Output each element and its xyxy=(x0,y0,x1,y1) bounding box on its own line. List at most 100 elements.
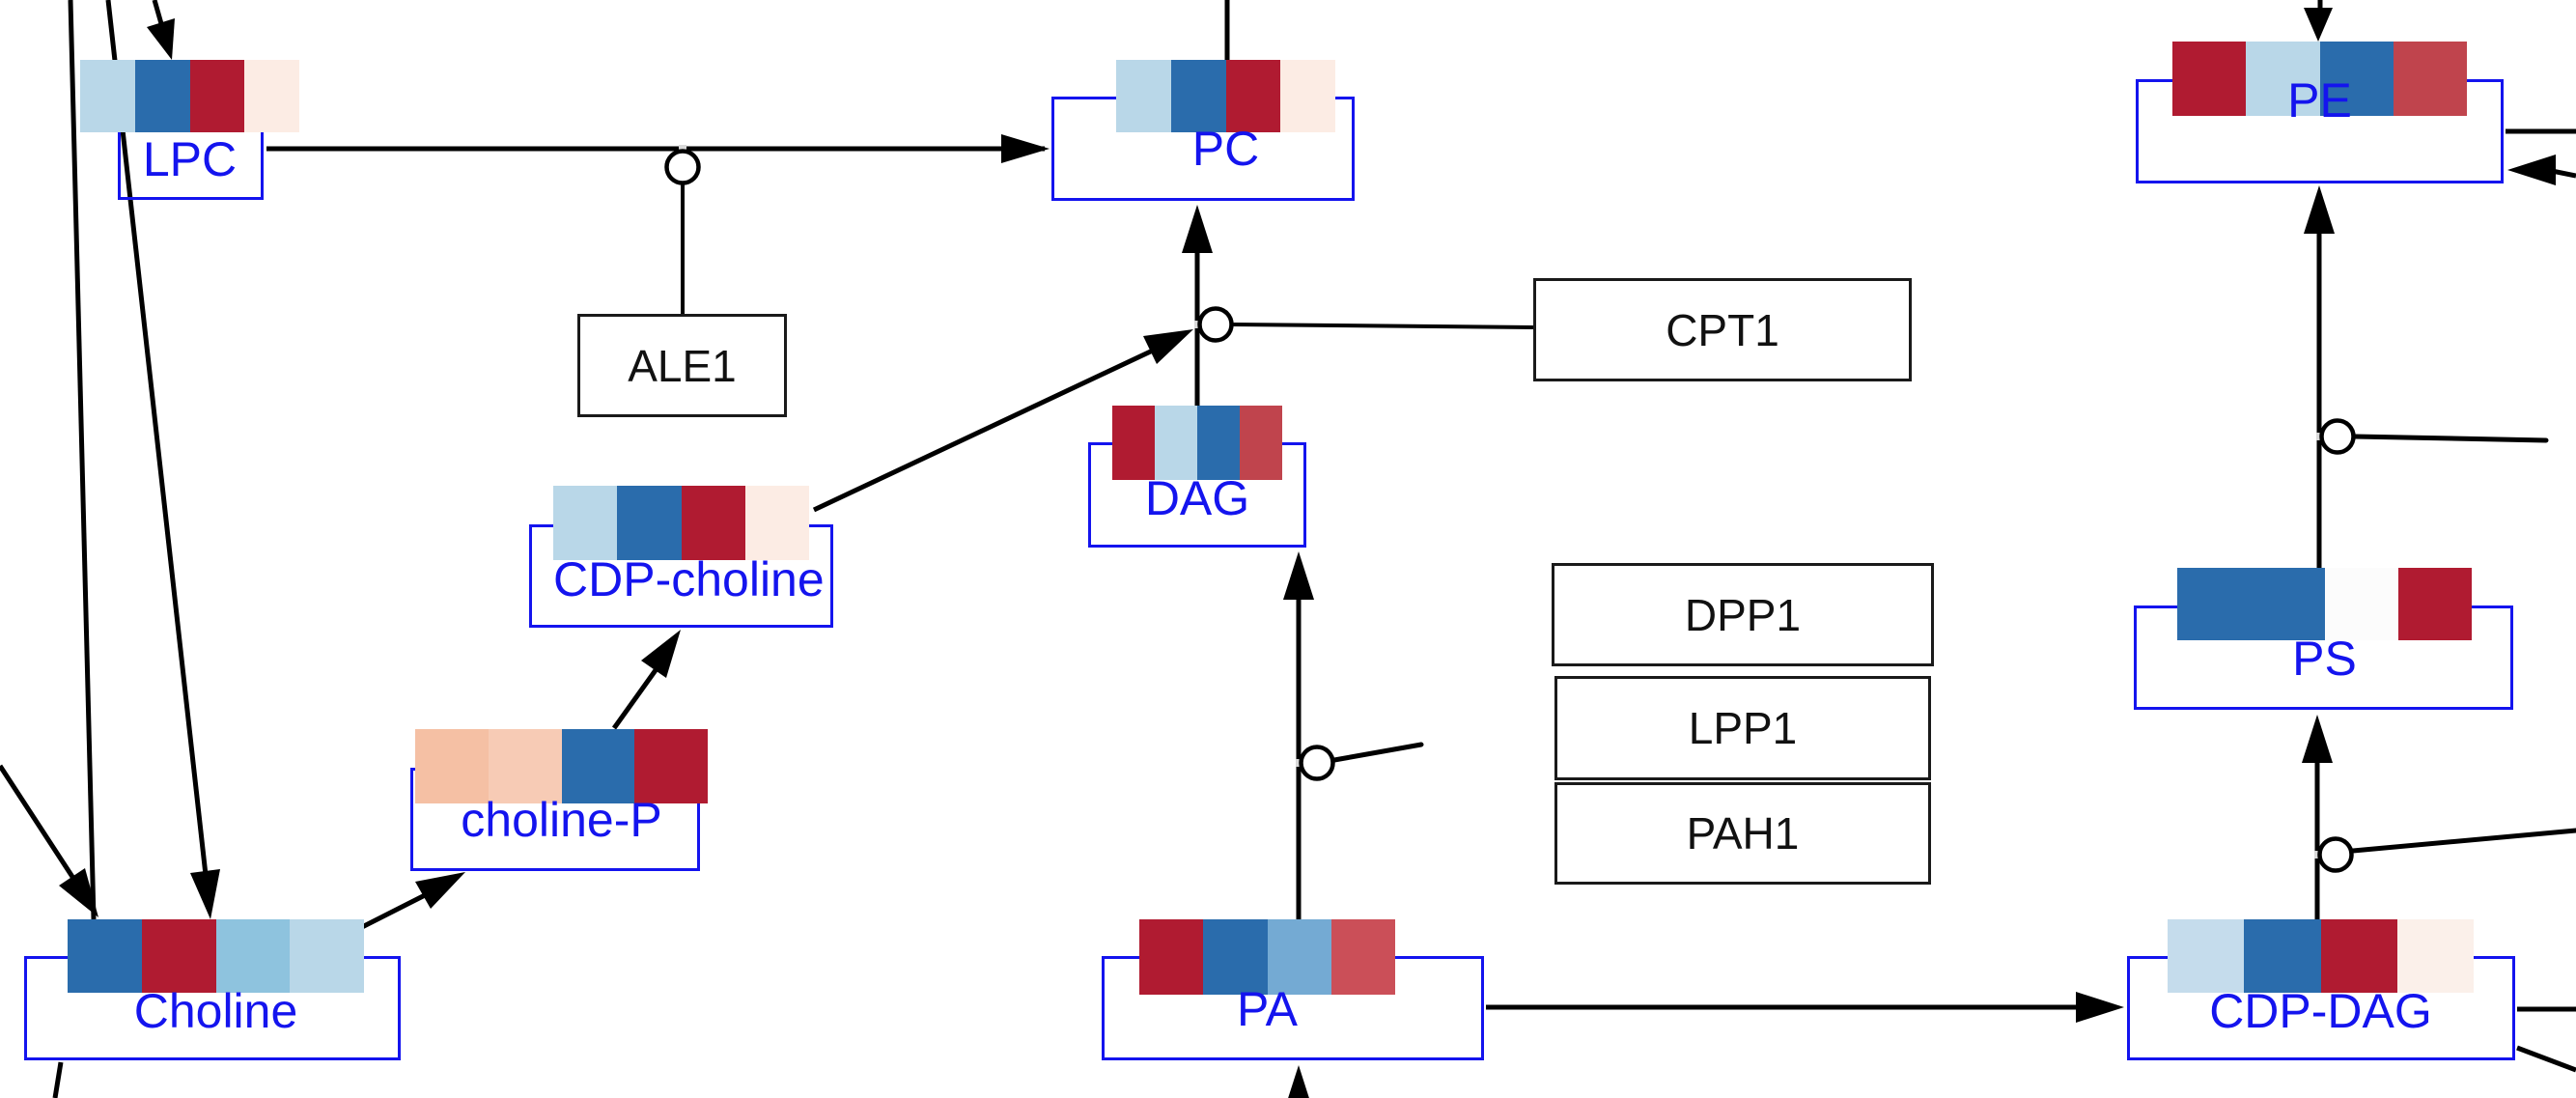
junction-tick xyxy=(2314,851,2320,859)
heat-square xyxy=(290,919,364,993)
heat-square xyxy=(561,729,635,803)
enzyme-label-ale1: ALE1 xyxy=(628,340,737,391)
reaction-junction-ale1 xyxy=(664,149,701,185)
heat-strip-lpc xyxy=(80,60,299,132)
node-lpc[interactable]: LPC xyxy=(80,60,299,200)
enzyme-label-dpp1: DPP1 xyxy=(1684,589,1802,640)
edge-top-choline-line-b xyxy=(105,0,209,876)
heat-square xyxy=(634,729,708,803)
edge-cdpdag-right-diag-line xyxy=(2516,1045,2576,1073)
arrowhead-left-choline xyxy=(59,868,98,917)
arrowhead-dag-pc xyxy=(1182,205,1213,253)
node-label-pa: PA xyxy=(1237,982,1298,1036)
node-label-cdp-dag: CDP-DAG xyxy=(2209,984,2432,1038)
node-label-pc: PC xyxy=(1191,122,1260,176)
reaction-junction-cdpdag-ps xyxy=(2317,836,2354,873)
arrowhead-cholinep-cdpcholine xyxy=(641,630,681,678)
heat-strip-choline xyxy=(68,919,364,993)
heat-square xyxy=(2251,568,2325,640)
arrowhead-ps-pe xyxy=(2304,185,2335,234)
heat-square xyxy=(1225,60,1281,132)
node-choline-p[interactable]: choline-P xyxy=(410,729,708,871)
heat-square xyxy=(1139,919,1204,995)
heat-square xyxy=(681,486,745,560)
node-pe[interactable]: PE xyxy=(2136,42,2504,183)
arrowhead-lpc-pc xyxy=(1001,134,1050,163)
heat-strip-pe xyxy=(2172,42,2467,116)
arrowhead-pa-dag xyxy=(1283,551,1314,600)
node-label-choline-p: choline-P xyxy=(461,793,662,847)
node-label-cdp-choline: CDP-choline xyxy=(553,552,825,606)
heat-square xyxy=(215,919,291,993)
heat-square xyxy=(2324,568,2398,640)
edge-pe-right-in-line xyxy=(2551,168,2576,179)
node-choline[interactable]: Choline xyxy=(24,919,401,1060)
reaction-junction-cpt1 xyxy=(1197,306,1234,343)
heat-square xyxy=(244,60,299,132)
heat-square xyxy=(80,60,135,132)
heat-square xyxy=(2246,42,2320,116)
heat-strip-pa xyxy=(1139,919,1395,995)
node-ps[interactable]: PS xyxy=(2134,568,2513,710)
arrowhead-bottom-pa xyxy=(1288,1065,1309,1098)
heat-square xyxy=(2168,919,2245,993)
edge-cholinep-cdpcholine-line xyxy=(611,662,663,730)
heat-square xyxy=(141,919,216,993)
node-label-choline: Choline xyxy=(133,984,298,1038)
arrowhead-pe-top-in xyxy=(2304,8,2333,42)
enzyme-label-cpt1: CPT1 xyxy=(1666,304,1779,355)
connector-ps-pe-junction xyxy=(2352,434,2549,443)
junction-tick xyxy=(1296,759,1302,767)
edge-cdpcholine-pc-line xyxy=(812,346,1159,513)
heat-square xyxy=(2177,568,2252,640)
enzyme-box-ale1[interactable]: ALE1 xyxy=(577,314,787,417)
enzyme-box-cpt1[interactable]: CPT1 xyxy=(1533,278,1912,381)
heat-square xyxy=(2172,42,2247,116)
connector-cpt1 xyxy=(1232,323,1535,329)
heat-square xyxy=(1197,406,1240,480)
enzyme-box-pah1[interactable]: PAH1 xyxy=(1554,782,1931,885)
heat-strip-pc xyxy=(1116,60,1335,132)
heat-square xyxy=(1330,919,1395,995)
node-label-ps: PS xyxy=(2292,632,2357,686)
arrowhead-pa-cdpdag xyxy=(2076,992,2124,1023)
junction-tick xyxy=(679,145,686,152)
enzyme-box-dpp1[interactable]: DPP1 xyxy=(1552,563,1934,666)
arrowhead-pe-right-in xyxy=(2507,155,2556,185)
edge-choline-cholinep-line xyxy=(360,890,431,930)
arrowhead-cdpdag-ps xyxy=(2302,715,2333,763)
node-cdp-dag[interactable]: CDP-DAG xyxy=(2127,919,2515,1060)
arrowhead-top-choline-b xyxy=(190,869,220,919)
heat-square xyxy=(1240,406,1282,480)
arrowhead-cdpcholine-pc xyxy=(1143,329,1193,364)
arrowhead-top-lpc xyxy=(147,18,175,60)
heat-square xyxy=(488,729,562,803)
heat-strip-cdp-choline xyxy=(553,486,809,560)
node-pa[interactable]: PA xyxy=(1102,919,1484,1060)
edge-top-lpc-line xyxy=(152,0,165,28)
heat-strip-choline-p xyxy=(415,729,708,803)
junction-tick xyxy=(1194,321,1200,328)
enzyme-box-lpp1[interactable]: LPP1 xyxy=(1554,676,1931,780)
junction-tick xyxy=(2316,433,2322,440)
node-dag[interactable]: DAG xyxy=(1088,406,1306,548)
heat-square xyxy=(1267,919,1331,995)
enzyme-label-lpp1: LPP1 xyxy=(1688,703,1798,753)
reaction-junction-ps-pe xyxy=(2319,418,2356,455)
heat-strip-dag xyxy=(1112,406,1282,480)
heat-square xyxy=(1280,60,1335,132)
heat-square xyxy=(744,486,809,560)
enzyme-label-pah1: PAH1 xyxy=(1686,808,1800,859)
heat-square xyxy=(2393,42,2467,116)
node-cdp-choline[interactable]: CDP-choline xyxy=(529,486,833,628)
heat-square xyxy=(553,486,618,560)
heat-square xyxy=(134,60,190,132)
node-label-lpc: LPC xyxy=(142,132,238,186)
heat-square xyxy=(2320,919,2397,993)
edge-left-choline-line xyxy=(0,764,77,882)
node-pc[interactable]: PC xyxy=(1051,60,1355,201)
heat-square xyxy=(1116,60,1171,132)
node-label-dag: DAG xyxy=(1144,471,1250,525)
heat-square xyxy=(1155,406,1197,480)
